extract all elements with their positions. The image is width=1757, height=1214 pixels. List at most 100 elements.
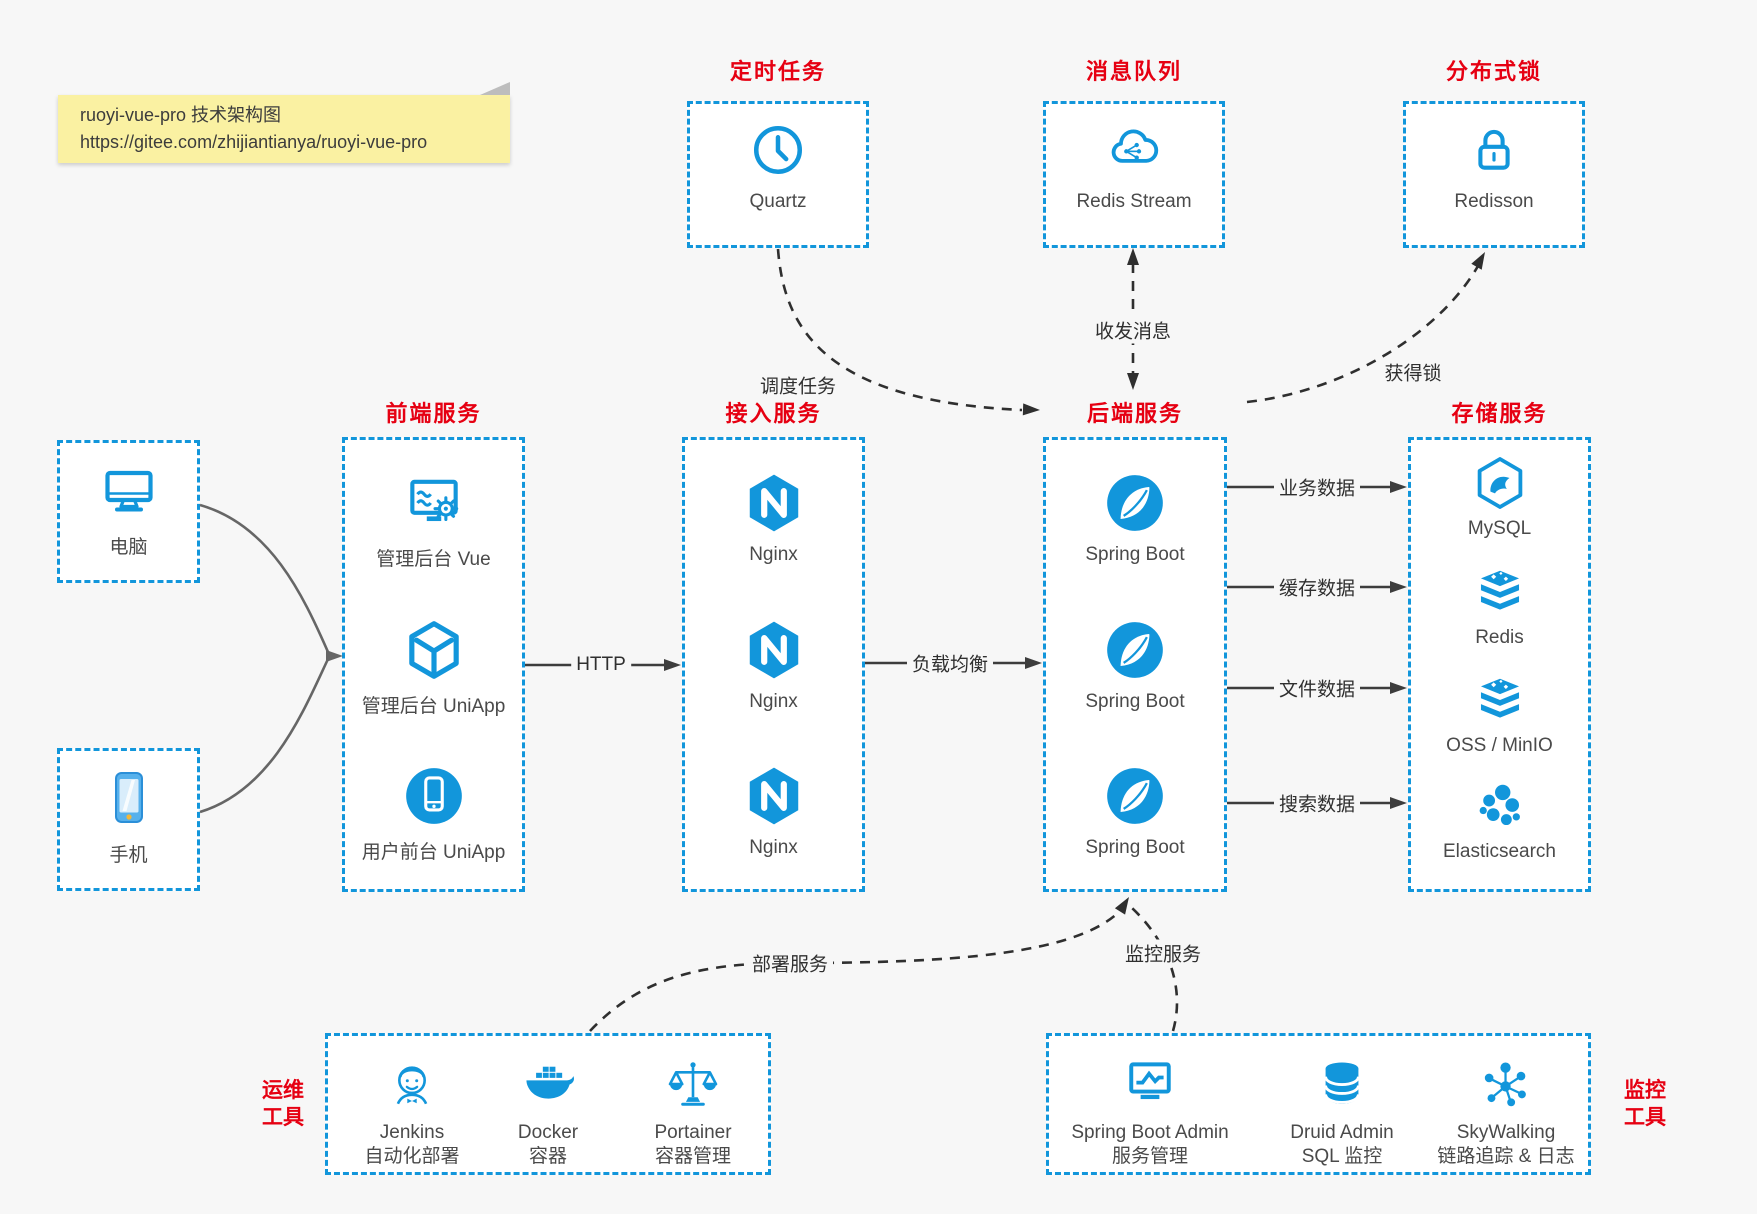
edge-label-load-balance: 负载均衡 xyxy=(906,649,994,677)
redisson-node: Redisson xyxy=(1403,121,1585,213)
column-title-backend: 后端服务 xyxy=(1086,401,1183,426)
column-title-frontend: 前端服务 xyxy=(385,401,482,426)
desktop-icon xyxy=(104,470,153,512)
skywalking-node: SkyWalking 链路追踪 & 日志 xyxy=(1416,1055,1596,1169)
nginx-label-3: Nginx xyxy=(749,837,798,858)
docker-node: Docker 容器 xyxy=(473,1055,623,1169)
admin-uniapp-label: 管理后台 UniApp xyxy=(361,696,506,717)
uniapp-cube-icon xyxy=(408,621,459,679)
edge-computer-to-frontend xyxy=(199,503,330,653)
ops-tools-side-label: 运维 工具 xyxy=(262,1079,304,1129)
mysql-icon xyxy=(1477,457,1522,509)
note-url: https://gitee.com/zhijiantianya/ruoyi-vu… xyxy=(80,132,428,152)
spring-boot-admin-node: Spring Boot Admin 服务管理 xyxy=(1060,1055,1240,1169)
redis-label: Redis xyxy=(1475,627,1524,648)
computer-node: 电脑 xyxy=(57,458,200,559)
jenkins-desc: 自动化部署 xyxy=(364,1146,460,1167)
portainer-node: Portainer 容器管理 xyxy=(618,1055,768,1169)
nginx-node-3: Nginx xyxy=(682,763,865,859)
user-uniapp-node: 用户前台 UniApp xyxy=(342,763,525,864)
spring-boot-node-1: Spring Boot xyxy=(1043,470,1227,566)
edge-label-deploy: 部署服务 xyxy=(746,949,834,977)
spring-boot-icon xyxy=(1107,475,1163,531)
elasticsearch-label: Elasticsearch xyxy=(1443,841,1556,862)
group-title-scheduled-task: 定时任务 xyxy=(729,59,826,84)
edge-label-schedule: 调度任务 xyxy=(754,371,842,399)
quartz-label: Quartz xyxy=(749,191,807,212)
oss-minio-label: OSS / MinIO xyxy=(1446,735,1553,756)
sticky-note: ruoyi-vue-pro 技术架构图 https://gitee.com/zh… xyxy=(58,82,510,163)
nginx-icon xyxy=(749,474,798,532)
quartz-box xyxy=(687,101,869,248)
storage-box xyxy=(1408,437,1591,892)
redis-stream-box xyxy=(1043,101,1225,248)
jenkins-icon xyxy=(396,1066,428,1105)
redisson-box xyxy=(1403,101,1585,248)
edge-monitor xyxy=(1131,907,1179,1032)
lock-icon xyxy=(1478,129,1510,170)
spring-boot-admin-name: Spring Boot Admin xyxy=(1071,1122,1229,1143)
spring-boot-label-1: Spring Boot xyxy=(1085,544,1185,565)
jenkins-node: Jenkins 自动化部署 xyxy=(337,1055,487,1169)
mobile-app-circle-icon xyxy=(405,768,462,824)
edge-label-search-data: 搜索数据 xyxy=(1273,789,1361,817)
docker-icon xyxy=(526,1066,575,1099)
edge-label-lock: 获得锁 xyxy=(1379,358,1447,386)
group-title-distributed-lock: 分布式锁 xyxy=(1445,59,1542,84)
druid-admin-desc: SQL 监控 xyxy=(1301,1146,1383,1167)
spring-boot-label-2: Spring Boot xyxy=(1085,691,1185,712)
docker-desc: 容器 xyxy=(528,1146,567,1167)
spring-boot-icon xyxy=(1107,768,1163,824)
admin-vue-node: 管理后台 Vue xyxy=(342,470,525,571)
redis-stream-node: Redis Stream xyxy=(1043,121,1225,213)
note-title: ruoyi-vue-pro 技术架构图 xyxy=(80,105,282,125)
edge-label-file-data: 文件数据 xyxy=(1273,674,1361,702)
phone-node: 手机 xyxy=(57,766,200,867)
edge-label-monitor: 监控服务 xyxy=(1119,939,1207,967)
nginx-label-1: Nginx xyxy=(749,544,798,565)
phone-label: 手机 xyxy=(109,845,148,866)
nginx-icon xyxy=(749,767,798,825)
redis-node: Redis xyxy=(1408,563,1591,649)
druid-admin-node: Druid Admin SQL 监控 xyxy=(1252,1055,1432,1169)
portainer-name: Portainer xyxy=(654,1122,732,1143)
monitoring-tools-side-label: 监控 工具 xyxy=(1624,1079,1666,1129)
spring-boot-admin-desc: 服务管理 xyxy=(1111,1146,1188,1167)
admin-uniapp-node: 管理后台 UniApp xyxy=(342,617,525,718)
admin-console-icon xyxy=(409,479,458,522)
oss-minio-node: OSS / MinIO xyxy=(1408,671,1591,757)
computer-label: 电脑 xyxy=(109,537,148,558)
edge-phone-to-frontend xyxy=(199,658,330,814)
jenkins-name: Jenkins xyxy=(379,1122,445,1143)
quartz-node: Quartz xyxy=(687,121,869,213)
column-title-access: 接入服务 xyxy=(725,401,822,426)
edge-deploy xyxy=(589,910,1121,1032)
elasticsearch-node: Elasticsearch xyxy=(1408,777,1591,863)
spring-boot-icon xyxy=(1107,622,1163,678)
edge-label-cache-data: 缓存数据 xyxy=(1273,573,1361,601)
cloud-share-icon xyxy=(1111,129,1159,163)
portainer-desc: 容器管理 xyxy=(654,1146,731,1167)
skywalking-name: SkyWalking xyxy=(1456,1122,1556,1143)
smartphone-icon xyxy=(114,772,143,823)
clock-icon xyxy=(753,125,803,175)
nginx-label-2: Nginx xyxy=(749,691,798,712)
database-icon xyxy=(1324,1062,1360,1104)
admin-vue-label: 管理后台 Vue xyxy=(376,549,491,570)
skywalking-desc: 链路追踪 & 日志 xyxy=(1437,1146,1575,1167)
user-uniapp-label: 用户前台 UniApp xyxy=(361,842,506,863)
docker-name: Docker xyxy=(517,1122,579,1143)
redis-stream-label: Redis Stream xyxy=(1076,191,1192,212)
spring-boot-node-3: Spring Boot xyxy=(1043,763,1227,859)
mysql-node: MySQL xyxy=(1408,454,1591,540)
edge-label-http: HTTP xyxy=(571,654,631,676)
druid-admin-name: Druid Admin xyxy=(1290,1122,1394,1143)
oss-stack-icon xyxy=(1480,678,1519,718)
elasticsearch-icon xyxy=(1479,784,1520,826)
skywalking-hub-icon xyxy=(1484,1062,1526,1107)
spring-boot-node-2: Spring Boot xyxy=(1043,617,1227,713)
portainer-scales-icon xyxy=(668,1062,718,1106)
spring-boot-label-3: Spring Boot xyxy=(1085,837,1185,858)
admin-monitor-icon xyxy=(1129,1062,1171,1100)
